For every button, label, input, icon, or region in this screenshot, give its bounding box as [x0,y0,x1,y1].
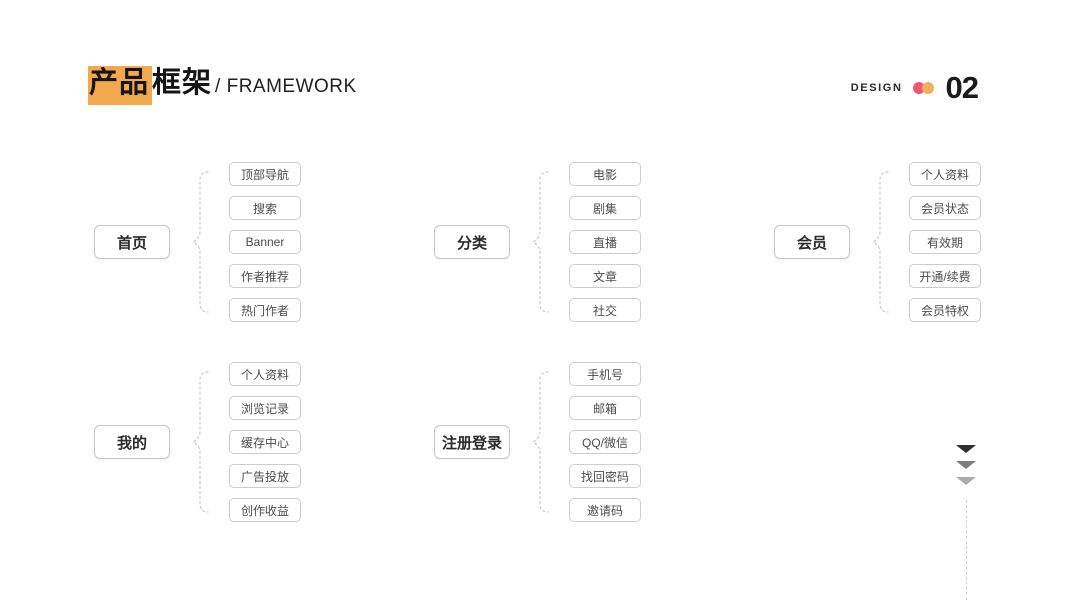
parent-node-label: 分类 [456,234,487,252]
child-node-label: 缓存中心 [240,435,289,450]
child-node: 会员状态 [909,196,981,220]
children-column: 个人资料 浏览记录 缓存中心 广告投放 创作收益 [229,362,301,522]
child-node: QQ/微信 [569,430,641,454]
child-node: 会员特权 [909,298,981,322]
group-mine: 我的 个人资料 浏览记录 缓存中心 广告投放 创作收益 [94,362,301,522]
pink-dot-icon [912,81,925,94]
child-node-label: 手机号 [586,367,623,382]
child-node: 电影 [569,162,641,186]
child-node: 缓存中心 [229,430,301,454]
parent-node-label: 会员 [796,234,827,252]
brace-connector [191,171,209,313]
child-node-label: 邀请码 [586,503,623,518]
child-node-label: 浏览记录 [240,401,289,416]
children-column: 个人资料 会员状态 有效期 开通/续费 会员特权 [909,162,981,322]
header-right: DESIGN 02 [850,70,979,105]
orange-dot-icon [921,81,934,94]
parent-node-label: 注册登录 [441,434,502,452]
brace-connector [531,371,549,513]
child-node-label: 会员状态 [920,201,969,216]
brace-connector [531,171,549,313]
group-member: 会员 个人资料 会员状态 有效期 开通/续费 会员特权 [774,162,981,322]
brand-dots-icon [912,81,934,94]
child-node: 社交 [569,298,641,322]
child-node-label: 作者推荐 [240,269,289,284]
child-node: 个人资料 [909,162,981,186]
child-node-label: 直播 [592,235,617,250]
child-node: 有效期 [909,230,981,254]
child-node: 广告投放 [229,464,301,488]
child-node: 找回密码 [569,464,641,488]
brace-connector [871,171,889,313]
child-node-label: 顶部导航 [240,167,289,182]
child-node-label: 创作收益 [240,503,289,518]
parent-node-mine: 我的 [94,425,170,459]
child-node-label: 邮箱 [592,401,617,416]
child-node-label: 个人资料 [240,367,289,382]
parent-node-member: 会员 [774,225,850,259]
children-column: 电影 剧集 直播 文章 社交 [569,162,641,322]
child-node: 邀请码 [569,498,641,522]
child-node: 创作收益 [229,498,301,522]
child-node: Banner [229,230,301,254]
down-arrow-icon [956,461,976,469]
child-node-label: 文章 [592,269,617,284]
child-node-label: 有效期 [926,235,963,250]
child-node-label: 广告投放 [240,469,289,484]
page-title-en: / FRAMEWORK [215,76,357,97]
down-arrow-icon [956,445,976,453]
child-node: 手机号 [569,362,641,386]
child-node-label: 社交 [592,303,617,318]
child-node-label: 剧集 [592,201,617,216]
child-node-label: 电影 [592,167,617,182]
children-column: 手机号 邮箱 QQ/微信 找回密码 邀请码 [569,362,641,522]
child-node: 搜索 [229,196,301,220]
child-node-label: QQ/微信 [581,435,628,450]
child-node: 开通/续费 [909,264,981,288]
group-category: 分类 电影 剧集 直播 文章 社交 [434,162,641,322]
child-node-label: 开通/续费 [919,269,971,284]
page-title: 产品框架 / FRAMEWORK [88,66,357,105]
page-title-highlight: 产品 [88,66,153,105]
page-title-rest: 框架 [152,67,213,99]
parent-node-label: 我的 [116,434,147,452]
down-arrows-decoration [956,445,976,485]
down-arrow-icon [956,477,976,485]
brace-connector [191,371,209,513]
child-node-label: 搜索 [252,201,277,216]
child-node: 个人资料 [229,362,301,386]
design-label: DESIGN [850,81,903,94]
child-node-label: 个人资料 [920,167,969,182]
parent-node-register-login: 注册登录 [434,425,510,459]
child-node-label: Banner [245,235,285,249]
parent-node-label: 首页 [116,234,147,252]
dashed-vertical-line [966,500,967,600]
child-node-label: 找回密码 [580,469,629,484]
child-node: 作者推荐 [229,264,301,288]
child-node: 文章 [569,264,641,288]
child-node: 顶部导航 [229,162,301,186]
child-node-label: 会员特权 [920,303,969,318]
child-node: 热门作者 [229,298,301,322]
page-number: 02 [945,70,979,105]
child-node: 直播 [569,230,641,254]
children-column: 顶部导航 搜索 Banner 作者推荐 热门作者 [229,162,301,322]
parent-node-home: 首页 [94,225,170,259]
child-node: 邮箱 [569,396,641,420]
parent-node-category: 分类 [434,225,510,259]
child-node-label: 热门作者 [240,303,289,318]
group-register-login: 注册登录 手机号 邮箱 QQ/微信 找回密码 邀请码 [434,362,641,522]
group-home: 首页 顶部导航 搜索 Banner 作者推荐 热门作者 [94,162,301,322]
child-node: 剧集 [569,196,641,220]
page-title-zh: 产品框架 [88,66,213,105]
child-node: 浏览记录 [229,396,301,420]
